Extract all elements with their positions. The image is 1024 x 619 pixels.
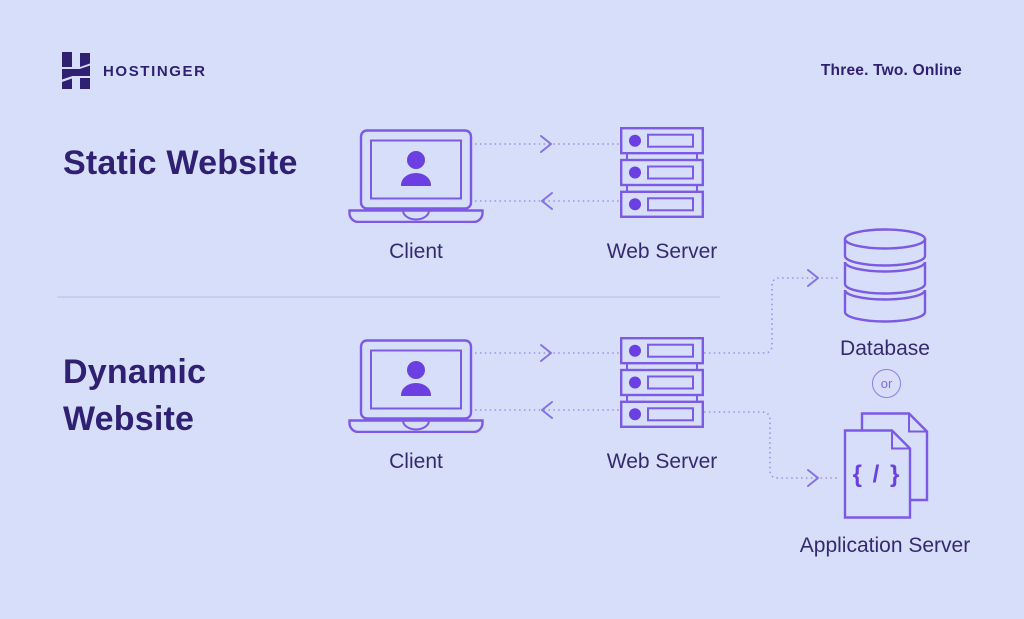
dynamic-request-arrow-icon — [540, 344, 552, 362]
static-request-arrow-icon — [540, 135, 552, 153]
database-label: Database — [840, 337, 930, 360]
code-brackets-glyph: { / } — [852, 461, 902, 488]
application-server-icon — [843, 412, 929, 519]
dynamic-website-title: Dynamic Website — [63, 353, 207, 438]
or-badge: or — [872, 369, 901, 398]
dynamic-client-laptop-icon — [348, 339, 484, 433]
hostinger-logo-icon — [62, 52, 90, 89]
dynamic-client-label: Client — [389, 450, 443, 473]
section-divider — [57, 296, 720, 298]
static-client-laptop-icon — [348, 129, 484, 223]
brand-name: HOSTINGER — [103, 63, 207, 80]
static-web-server-label: Web Server — [606, 240, 718, 263]
database-icon — [843, 228, 927, 323]
dynamic-web-server-label: Web Server — [606, 450, 718, 473]
server-to-database-arrow-icon — [807, 269, 819, 287]
dynamic-web-server-icon — [620, 337, 704, 429]
application-server-label: Application Server — [799, 534, 971, 557]
static-response-arrow-icon — [541, 192, 553, 210]
static-website-title: Static Website — [63, 144, 298, 182]
brand-tagline: Three. Two. Online — [820, 62, 962, 79]
dynamic-response-arrow-icon — [541, 401, 553, 419]
static-web-server-icon — [620, 127, 704, 219]
static-client-label: Client — [389, 240, 443, 263]
server-to-appserver-arrow-icon — [807, 469, 819, 487]
